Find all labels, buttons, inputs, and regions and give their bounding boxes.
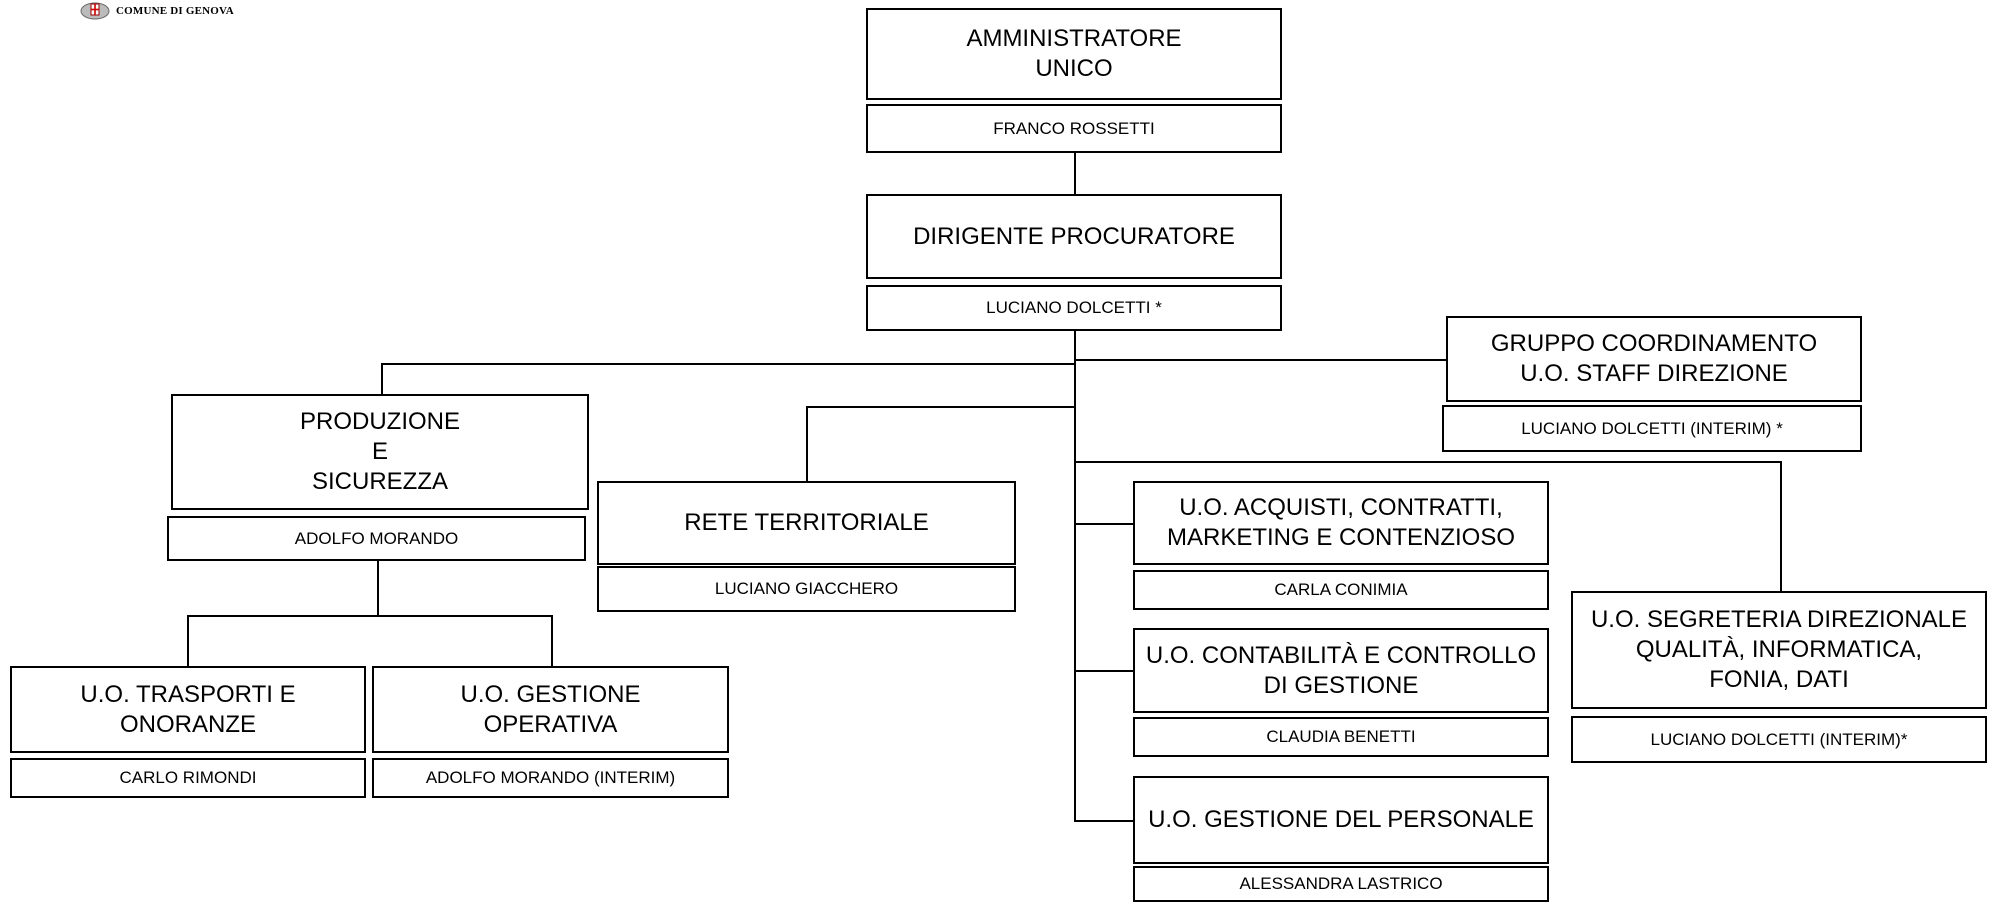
connector <box>1074 331 1076 821</box>
connector <box>1074 152 1076 194</box>
connector <box>806 406 1075 408</box>
gruppo-coordinamento-name: LUCIANO DOLCETTI (INTERIM) * <box>1442 405 1862 452</box>
uo-contabilita-box: U.O. CONTABILITÀ E CONTROLLO DI GESTIONE <box>1133 628 1549 713</box>
dirigente-procuratore-box: DIRIGENTE PROCURATORE <box>866 194 1282 279</box>
connector <box>1074 523 1134 525</box>
amministratore-unico-box: AMMINISTRATORE UNICO <box>866 8 1282 100</box>
rete-territoriale-name: LUCIANO GIACCHERO <box>597 566 1016 612</box>
produzione-sicurezza-name: ADOLFO MORANDO <box>167 516 586 561</box>
connector <box>1074 359 1447 361</box>
city-crest-icon <box>80 1 110 21</box>
uo-acquisti-box: U.O. ACQUISTI, CONTRATTI, MARKETING E CO… <box>1133 481 1549 565</box>
connector <box>1780 461 1782 592</box>
connector <box>806 406 808 482</box>
comune-logo: COMUNE DI GENOVA <box>80 0 234 22</box>
connector <box>381 363 1075 365</box>
uo-gestione-personale-name: ALESSANDRA LASTRICO <box>1133 866 1549 902</box>
produzione-sicurezza-box: PRODUZIONE E SICUREZZA <box>171 394 589 510</box>
connector <box>1074 670 1134 672</box>
connector <box>551 615 553 667</box>
connector <box>1074 820 1134 822</box>
connector <box>377 561 379 615</box>
uo-acquisti-name: CARLA CONIMIA <box>1133 570 1549 610</box>
connector <box>381 363 383 395</box>
connector <box>187 615 189 667</box>
logo-text: COMUNE DI GENOVA <box>116 5 234 17</box>
uo-gestione-operativa-name: ADOLFO MORANDO (INTERIM) <box>372 758 729 798</box>
gruppo-coordinamento-box: GRUPPO COORDINAMENTO U.O. STAFF DIREZION… <box>1446 316 1862 402</box>
connector <box>187 615 552 617</box>
uo-trasporti-name: CARLO RIMONDI <box>10 758 366 798</box>
dirigente-procuratore-name: LUCIANO DOLCETTI * <box>866 285 1282 331</box>
uo-segreteria-name: LUCIANO DOLCETTI (INTERIM)* <box>1571 716 1987 763</box>
amministratore-unico-name: FRANCO ROSSETTI <box>866 104 1282 153</box>
uo-gestione-operativa-box: U.O. GESTIONE OPERATIVA <box>372 666 729 753</box>
rete-territoriale-box: RETE TERRITORIALE <box>597 481 1016 565</box>
uo-trasporti-box: U.O. TRASPORTI E ONORANZE <box>10 666 366 753</box>
connector <box>1074 461 1781 463</box>
uo-segreteria-box: U.O. SEGRETERIA DIREZIONALE QUALITÀ, INF… <box>1571 591 1987 709</box>
uo-gestione-personale-box: U.O. GESTIONE DEL PERSONALE <box>1133 776 1549 864</box>
uo-contabilita-name: CLAUDIA BENETTI <box>1133 717 1549 757</box>
